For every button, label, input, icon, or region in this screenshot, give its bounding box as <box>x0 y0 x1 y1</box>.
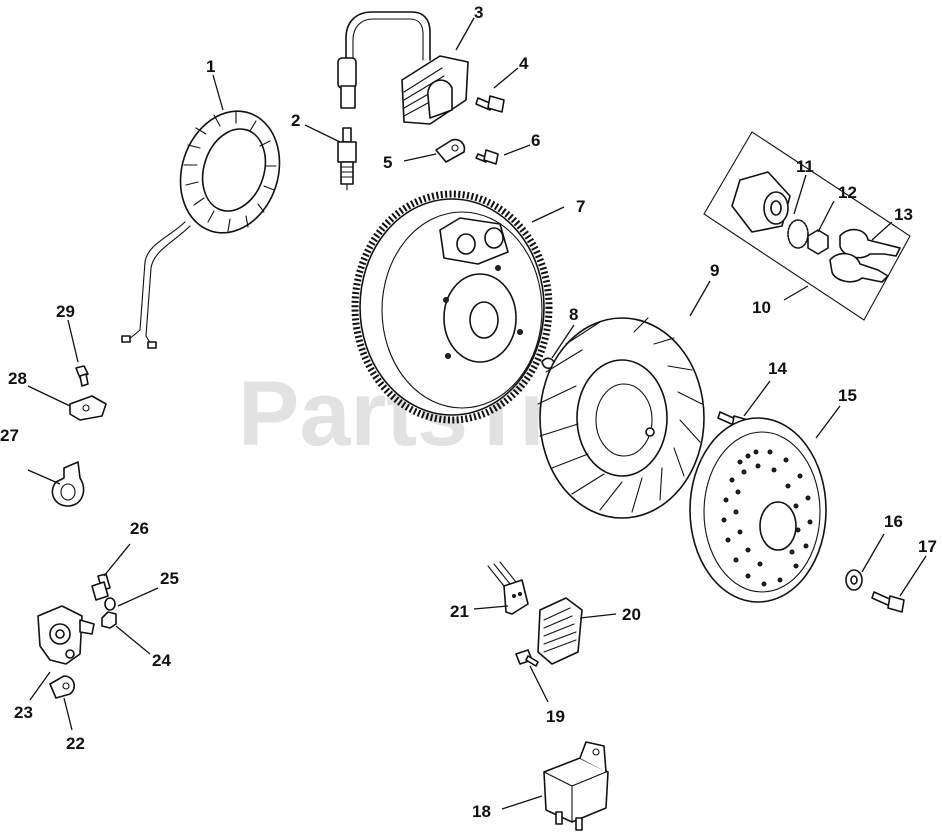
bolt-17-part[interactable] <box>871 591 905 613</box>
callout-labels: 1 2 3 4 5 6 7 8 9 10 11 12 13 14 15 16 1… <box>0 3 937 821</box>
actuator-part[interactable] <box>37 605 95 665</box>
callout-26: 26 <box>130 519 149 538</box>
callout-22: 22 <box>66 734 85 753</box>
ignition-switch-kit-part[interactable] <box>703 131 911 321</box>
rectifier-regulator-part[interactable] <box>537 597 583 665</box>
callout-23: 23 <box>14 703 33 722</box>
bolt-26-part[interactable] <box>91 573 111 601</box>
clip-28-part[interactable] <box>69 395 107 421</box>
callout-15: 15 <box>838 386 857 405</box>
callout-17: 17 <box>918 537 937 556</box>
callout-9: 9 <box>710 261 719 280</box>
screw-29-part[interactable] <box>75 365 89 387</box>
washer-16-part[interactable] <box>845 569 863 591</box>
stator-part[interactable] <box>121 98 295 349</box>
callout-4: 4 <box>519 54 529 73</box>
callout-14: 14 <box>768 359 787 378</box>
callout-2: 2 <box>291 111 300 130</box>
ignition-module-part[interactable] <box>337 11 469 125</box>
nut-24-part[interactable] <box>101 611 117 629</box>
clip-22-part[interactable] <box>49 675 76 699</box>
callout-29: 29 <box>56 302 75 321</box>
callout-21: 21 <box>450 602 469 621</box>
callout-28: 28 <box>8 369 27 388</box>
callout-27: 27 <box>0 426 19 445</box>
wire-connector-part[interactable] <box>487 561 529 615</box>
callout-6: 6 <box>531 131 540 150</box>
callout-8: 8 <box>569 305 578 324</box>
callout-11: 11 <box>796 157 814 176</box>
rotating-screen-part[interactable] <box>689 417 827 603</box>
callout-7: 7 <box>576 197 585 216</box>
flywheel-part[interactable] <box>351 190 553 424</box>
callout-19: 19 <box>546 707 565 726</box>
leader-lines <box>27 17 927 810</box>
callout-25: 25 <box>160 569 179 588</box>
callout-18: 18 <box>472 802 491 821</box>
clamp-27-part[interactable] <box>51 461 85 507</box>
callout-1: 1 <box>206 57 215 76</box>
callout-16: 16 <box>884 512 903 531</box>
clip-5-part[interactable] <box>435 138 466 163</box>
cooling-fan-part[interactable] <box>537 317 705 519</box>
callout-10: 10 <box>752 298 771 317</box>
callout-13: 13 <box>894 205 913 224</box>
callout-3: 3 <box>474 3 483 22</box>
screw-6-part[interactable] <box>475 149 499 165</box>
screw-19-part[interactable] <box>515 649 539 667</box>
washer-25-part[interactable] <box>104 597 116 611</box>
callout-12: 12 <box>838 183 857 202</box>
bolt-4-part[interactable] <box>475 95 505 113</box>
callout-24: 24 <box>152 651 171 670</box>
relay-part[interactable] <box>543 741 609 831</box>
callout-20: 20 <box>622 605 641 624</box>
spark-plug-part[interactable] <box>337 127 357 191</box>
callout-5: 5 <box>383 153 392 172</box>
